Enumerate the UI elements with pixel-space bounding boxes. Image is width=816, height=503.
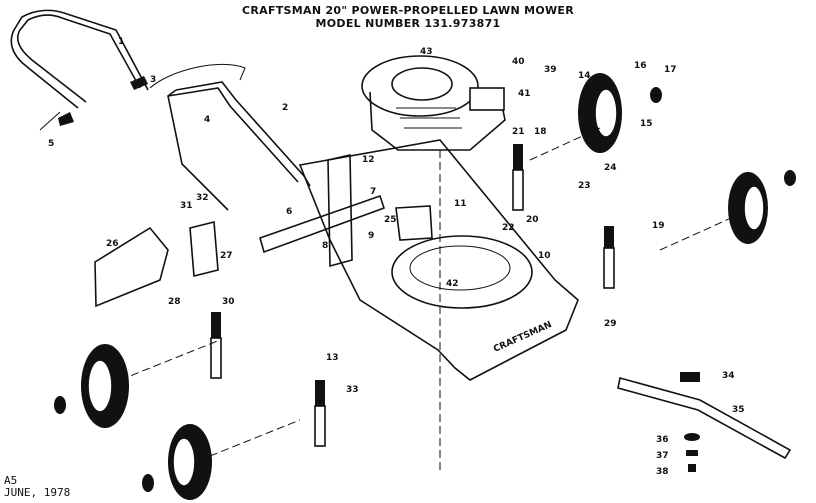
callout: 24 <box>604 163 617 173</box>
callout: 43 <box>420 47 433 57</box>
callout: 38 <box>656 467 669 477</box>
axle-centerline <box>529 127 601 161</box>
callout: 20 <box>526 215 539 225</box>
callout: 27 <box>220 251 233 261</box>
callout: 41 <box>518 89 531 99</box>
lower-handle <box>149 63 311 211</box>
callout: 14 <box>578 71 591 81</box>
callout: 17 <box>664 65 677 75</box>
callout: 32 <box>196 193 209 203</box>
callout: 11 <box>454 199 467 209</box>
engine <box>361 55 506 151</box>
callout: 31 <box>180 201 193 211</box>
callout: 15 <box>640 119 653 129</box>
callout: 23 <box>578 181 591 191</box>
callout: 12 <box>362 155 375 165</box>
hubcap <box>650 87 662 103</box>
deflector-bracket <box>189 220 219 278</box>
handle-knob <box>130 76 148 90</box>
axle-centerline <box>209 419 301 457</box>
rear-trim <box>259 194 386 254</box>
handle-knob <box>58 112 74 126</box>
callout: 40 <box>512 57 525 67</box>
callout: 10 <box>538 251 551 261</box>
diagram-title: CRAFTSMAN 20" POWER-PROPELLED LAWN MOWER <box>241 4 575 17</box>
callout: 7 <box>370 187 376 197</box>
callout: 26 <box>106 239 119 249</box>
callout: 1 <box>118 37 124 47</box>
footer-code: A5 <box>4 474 18 487</box>
bracket <box>327 154 353 268</box>
axle-centerline <box>119 339 221 381</box>
hubcap <box>54 396 66 414</box>
wheel-rear-left <box>81 344 129 428</box>
footer-date: JUNE, 1978 <box>4 486 71 499</box>
model-number: MODEL NUMBER 131.973871 <box>315 17 501 30</box>
callout: 4 <box>204 115 210 125</box>
callout: 28 <box>168 297 181 307</box>
callout: 25 <box>384 215 397 225</box>
callout: 18 <box>534 127 547 137</box>
axle-centerline <box>659 213 741 251</box>
callout: 13 <box>326 353 339 363</box>
height-adjuster-lever <box>210 312 222 379</box>
blade <box>617 372 792 460</box>
callout: 42 <box>446 279 459 289</box>
callout: 30 <box>222 297 235 307</box>
callout: 2 <box>282 103 288 113</box>
wheel-rear-right <box>578 73 622 153</box>
blade-bolt-stack <box>684 433 700 472</box>
callout: 35 <box>732 405 745 415</box>
hubcap <box>784 170 796 186</box>
callout: 29 <box>604 319 617 329</box>
mower-deck: CRAFTSMAN <box>298 139 579 381</box>
wheel-front-left <box>168 424 212 500</box>
wheel-front-right <box>728 172 768 244</box>
grass-deflector <box>94 226 169 308</box>
callout: 16 <box>634 61 647 71</box>
callout: 22 <box>502 223 515 233</box>
hubcap <box>142 474 154 492</box>
height-adjuster-lever <box>512 144 524 211</box>
callout: 36 <box>656 435 669 445</box>
height-adjuster-lever <box>603 226 615 289</box>
callout: 39 <box>544 65 557 75</box>
callout: 3 <box>150 75 156 85</box>
callout: 8 <box>322 241 328 251</box>
upper-handle <box>10 9 149 131</box>
callout: 21 <box>512 127 525 137</box>
baffle <box>395 205 433 241</box>
callout: 6 <box>286 207 292 217</box>
callout: 34 <box>722 371 735 381</box>
callout: 5 <box>48 139 54 149</box>
callout: 37 <box>656 451 669 461</box>
callout: 9 <box>368 231 374 241</box>
height-adjuster-lever <box>314 380 326 447</box>
callout: 33 <box>346 385 359 395</box>
callout: 19 <box>652 221 665 231</box>
deck-brand-label: CRAFTSMAN <box>492 320 553 355</box>
